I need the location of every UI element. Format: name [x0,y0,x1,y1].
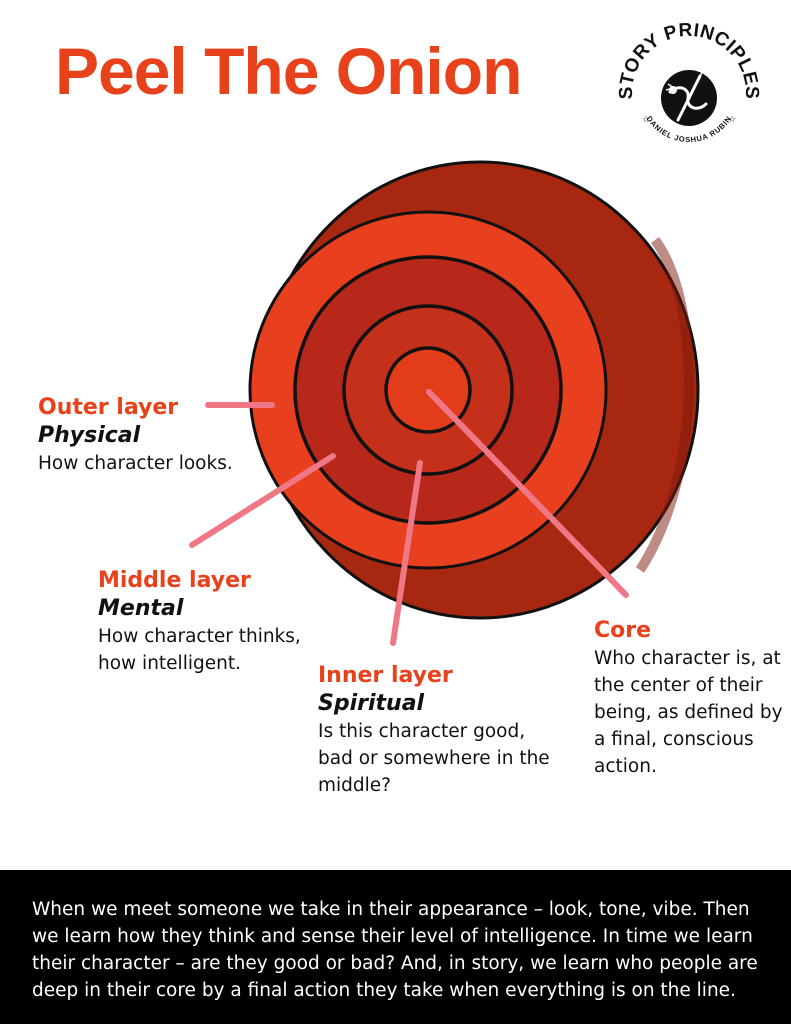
middle-layer-label: Middle layer Mental How character thinks… [98,567,318,677]
inner-layer-label: Inner layer Spiritual Is this character … [318,662,558,799]
core-heading: Core [594,618,652,643]
middle-layer-heading: Middle layer [98,568,251,593]
footer-banner: When we meet someone we take in their ap… [0,870,791,1024]
core-pointer [426,389,629,598]
outer-layer-desc: How character looks. [38,453,233,474]
outer-layer-sub: Physical [38,423,141,448]
inner-layer-sub: Spiritual [318,691,425,716]
middle-pointer [189,453,336,548]
outer-layer-label: Outer layer Physical How character looks… [38,394,238,477]
dragon-pen-icon [661,68,717,126]
inner-pointer [390,460,423,646]
star-icon: ☆ [642,115,650,125]
core-desc: Who character is, at the center of their… [594,648,783,777]
star-icon: ☆ [728,115,736,125]
onion-diagram [189,160,700,646]
middle-layer-sub: Mental [98,596,184,621]
footer-text: When we meet someone we take in their ap… [32,899,758,1001]
inner-layer-desc: Is this character good, bad or somewhere… [318,721,550,796]
middle-layer-desc: How character thinks, how intelligent. [98,626,301,674]
inner-layer-heading: Inner layer [318,663,453,688]
core-label: Core Who character is, at the center of … [594,617,784,780]
story-principles-logo: STORY PRINCIPLES DANIEL JOSHUA RUBIN ☆ ☆ [618,22,760,144]
outer-layer-heading: Outer layer [38,395,179,420]
page-title: Peel The Onion [55,34,522,108]
